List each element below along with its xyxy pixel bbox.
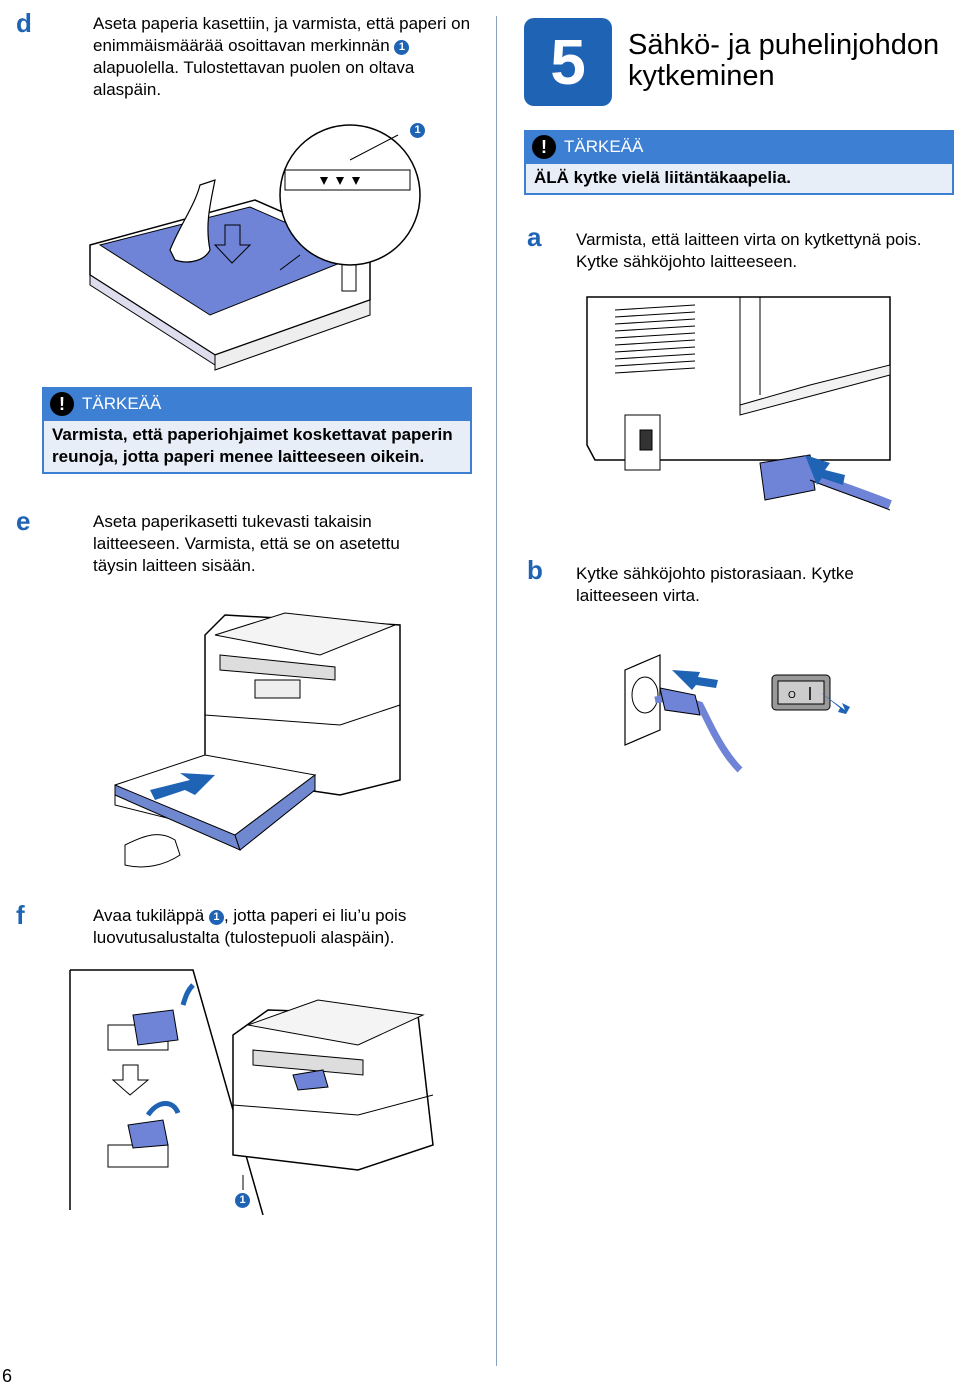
callout-1-icon: 1: [410, 123, 425, 138]
step-number-badge: 5: [524, 18, 612, 106]
important-label: TÄRKEÄÄ: [564, 137, 644, 156]
callout-1-icon: 1: [394, 40, 410, 55]
paper-tray-illustration: 1: [80, 115, 480, 375]
printer-tray-insert-illustration: [105, 595, 415, 880]
important-box-right: ! TÄRKEÄÄ ÄLÄ kytke vielä liitäntäkaapel…: [524, 130, 954, 195]
step-a-text: Varmista, että laitteen virta on kytkett…: [576, 230, 922, 271]
wall-socket-switch-illustration: O: [620, 650, 860, 775]
title-line-1: Sähkö- ja puhelinjohdon: [628, 29, 940, 61]
step-f-text: Avaa tukiläppä 1, jotta paperi ei liu’u …: [93, 905, 483, 949]
step-f-text-before: Avaa tukiläppä: [93, 906, 205, 925]
important-text: Varmista, että paperiohjaimet koskettava…: [42, 421, 472, 474]
step-f-text-after: , jotta paperi ei liu’u pois luovutusalu…: [93, 906, 407, 947]
important-header: ! TÄRKEÄÄ: [524, 130, 954, 164]
step-d-text-before: Aseta paperia kasettiin, ja varmista, et…: [93, 14, 471, 55]
step-b-letter: b: [527, 555, 543, 585]
important-label: TÄRKEÄÄ: [82, 394, 162, 413]
callout-1-icon: 1: [235, 1193, 250, 1208]
power-cord-machine-illustration: [585, 295, 895, 540]
important-text: ÄLÄ kytke vielä liitäntäkaapelia.: [524, 164, 954, 195]
important-header: ! TÄRKEÄÄ: [42, 387, 472, 421]
step-e-text: Aseta paperikasetti tukevasti takaisin l…: [93, 512, 400, 575]
step-e-letter: e: [16, 506, 31, 536]
column-divider: [496, 16, 497, 1366]
warning-icon: !: [532, 135, 556, 159]
step-d-text-after: alapuolella. Tulostettavan puolen on olt…: [93, 58, 415, 99]
step-d-text: Aseta paperia kasettiin, ja varmista, et…: [93, 13, 478, 101]
support-flap-illustration: 1: [68, 965, 468, 1215]
svg-text:O: O: [788, 690, 796, 701]
step-a-letter: a: [527, 222, 542, 252]
important-box-left: ! TÄRKEÄÄ Varmista, että paperiohjaimet …: [42, 387, 472, 474]
callout-1-icon: 1: [208, 910, 224, 925]
step-b-text: Kytke sähköjohto pistorasiaan. Kytke lai…: [576, 564, 854, 605]
warning-icon: !: [50, 392, 74, 416]
step-f-letter: f: [16, 900, 25, 930]
page-number: 6: [2, 1366, 13, 1386]
title-line-2: kytkeminen: [628, 60, 775, 92]
page-title: Sähkö- ja puhelinjohdon kytkeminen: [628, 30, 939, 92]
step-d-letter: d: [16, 8, 32, 38]
